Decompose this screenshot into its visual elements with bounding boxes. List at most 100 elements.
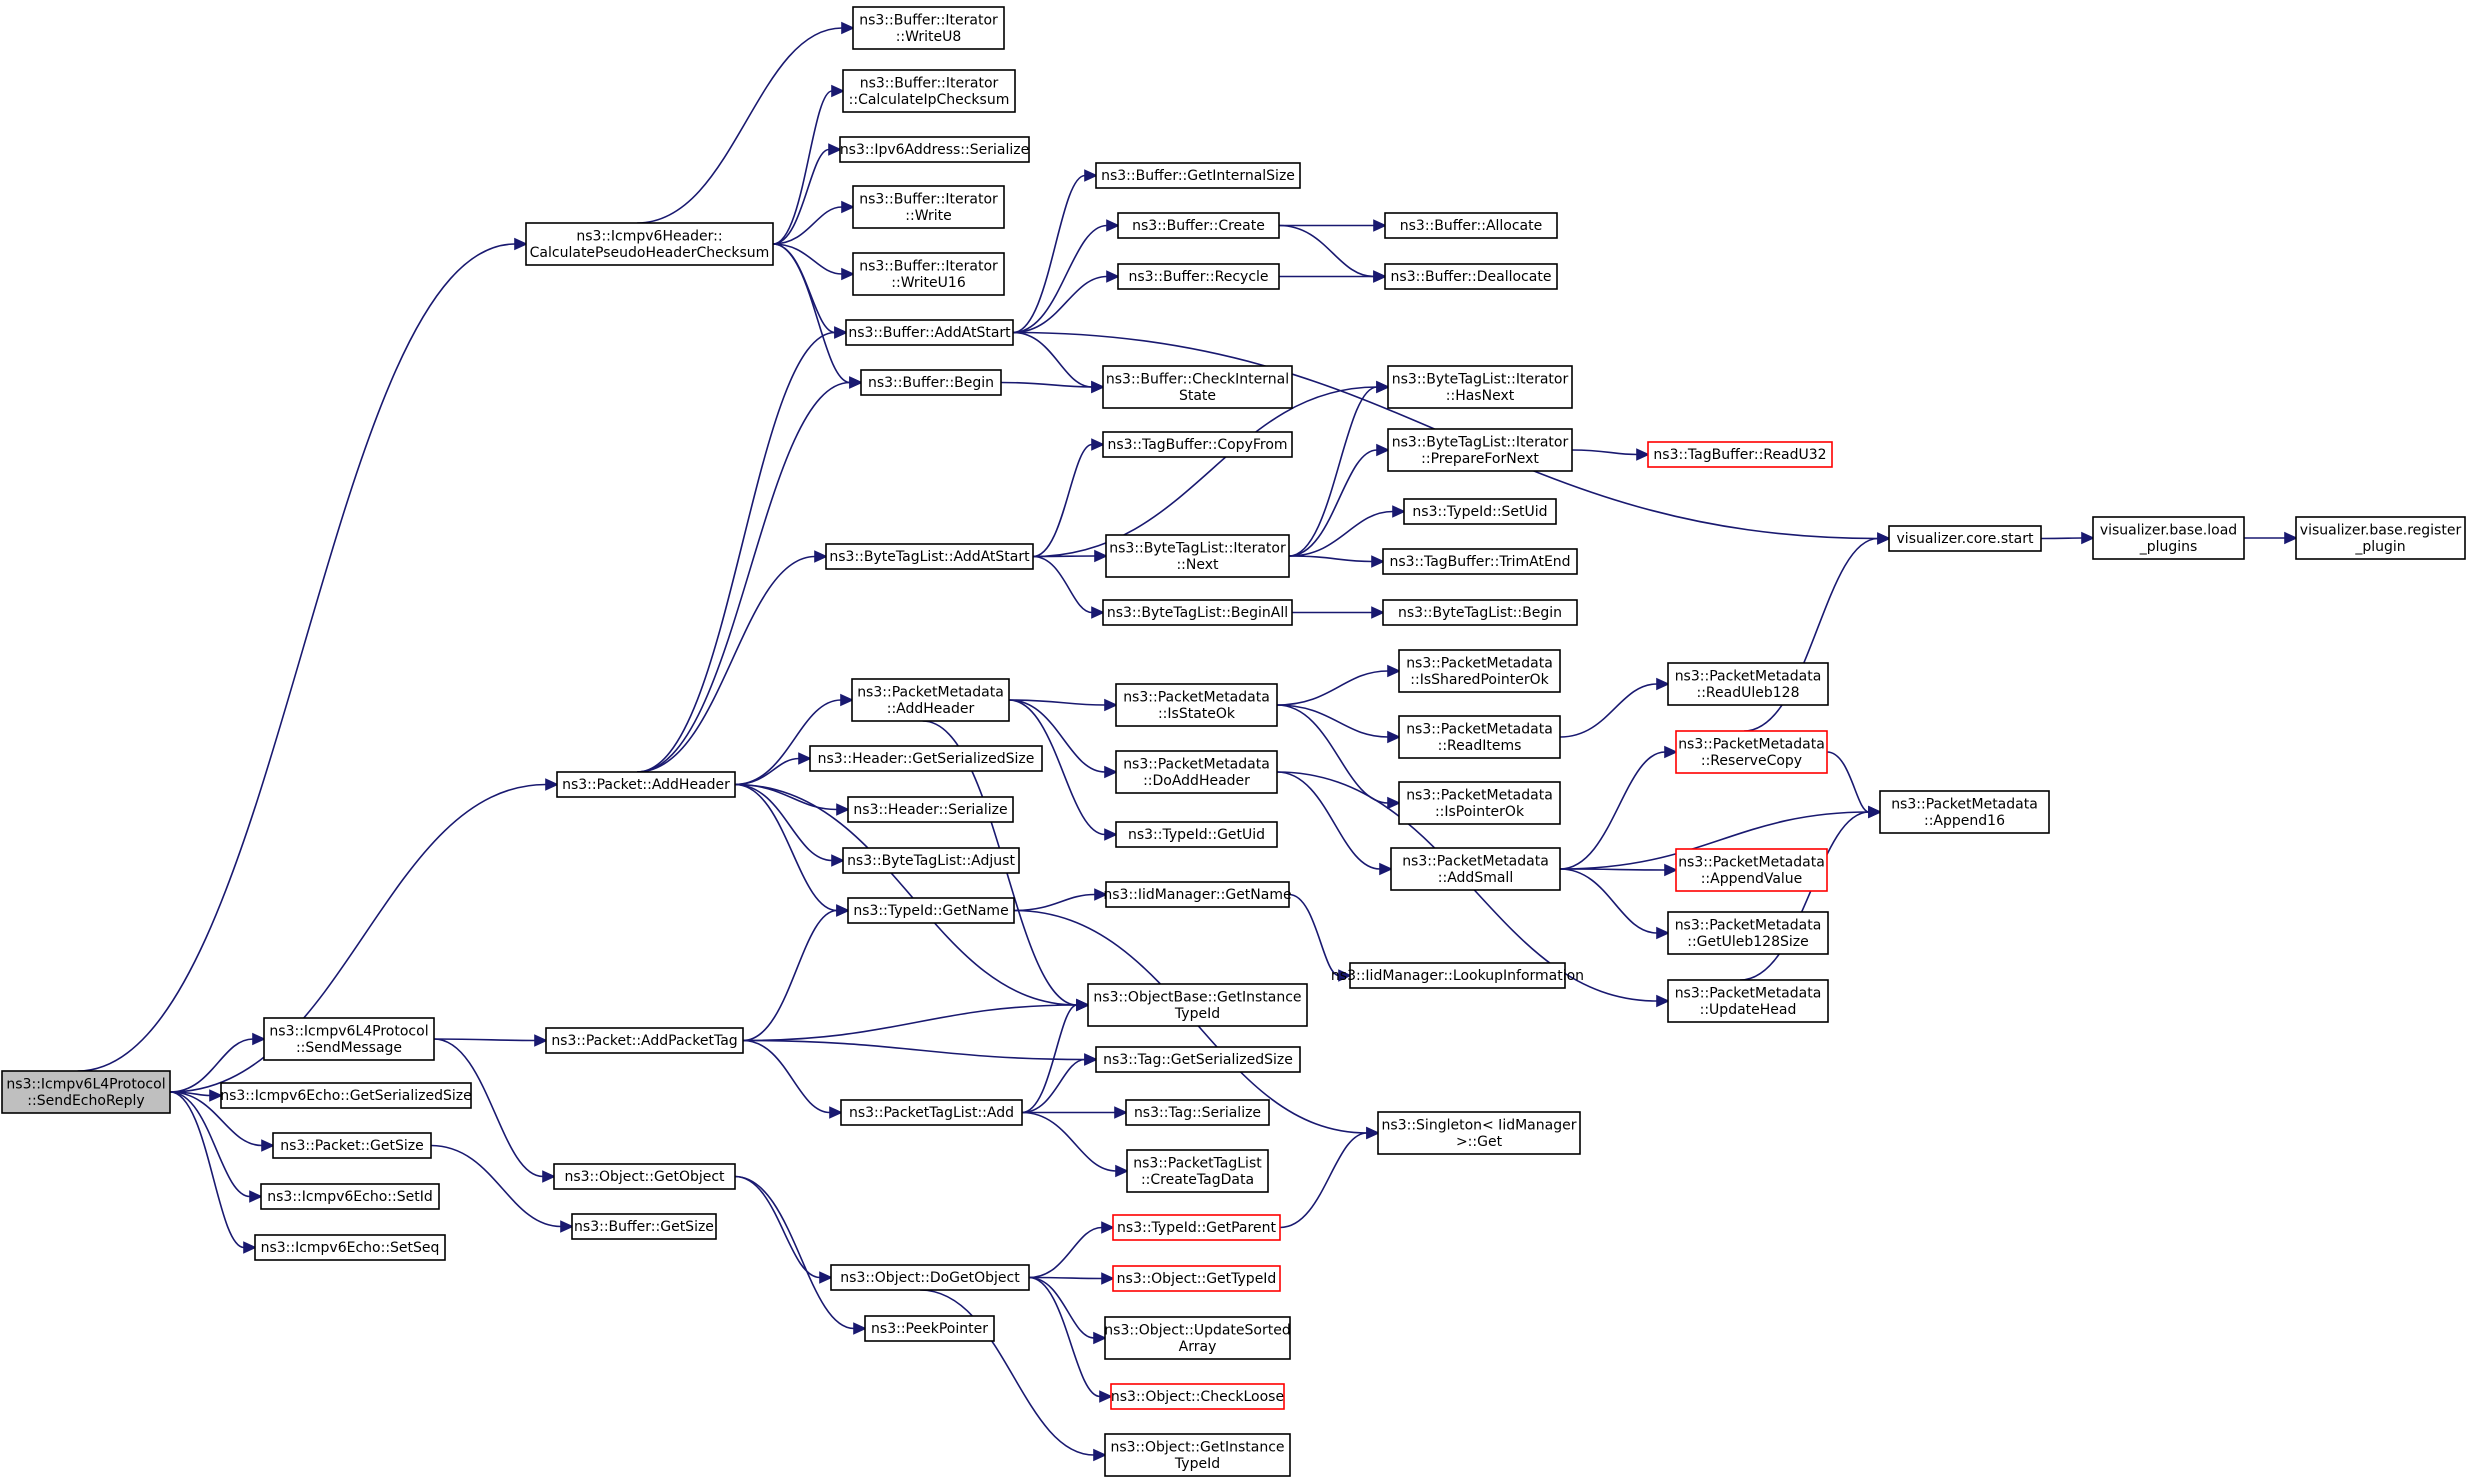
graph-node-obj-get-object[interactable]: ns3::Object::GetObject [553,1163,736,1190]
node-label-line: ns3::IidManager::LookupInformation [1331,968,1584,984]
graph-node-vis-register-plugin[interactable]: visualizer.base.register_plugin [2295,516,2466,560]
graph-node-pm-do-add-header[interactable]: ns3::PacketMetadata::DoAddHeader [1115,750,1278,794]
graph-node-typeid-setuid[interactable]: ns3::TypeId::SetUid [1403,498,1557,525]
graph-node-peek-pointer[interactable]: ns3::PeekPointer [864,1315,995,1342]
graph-node-pm-append16[interactable]: ns3::PacketMetadata::Append16 [1879,790,2050,834]
graph-node-buf-add-at-start[interactable]: ns3::Buffer::AddAtStart [845,319,1014,346]
graph-node-typeid-get-parent[interactable]: ns3::TypeId::GetParent [1112,1214,1281,1241]
graph-node-buf-get-size[interactable]: ns3::Buffer::GetSize [571,1213,717,1240]
edge-pkt-add-packet-tag-to-typeid-getname [742,909,838,1042]
node-label-line: ns3::Buffer::Create [1132,218,1265,234]
graph-node-pkt-get-size[interactable]: ns3::Packet::GetSize [272,1132,432,1159]
graph-node-tagbuf-copyfrom[interactable]: ns3::TagBuffer::CopyFrom [1102,431,1293,458]
graph-node-tag-serialize[interactable]: ns3::Tag::Serialize [1125,1099,1270,1126]
graph-node-buf-get-internal[interactable]: ns3::Buffer::GetInternalSize [1095,162,1301,189]
graph-node-echo-set-id[interactable]: ns3::Icmpv6Echo::SetId [260,1183,440,1210]
node-label-line: ns3::Buffer::Allocate [1400,218,1543,234]
graph-node-iter-write-u16[interactable]: ns3::Buffer::Iterator::WriteU16 [852,252,1005,296]
arrowhead [1338,969,1352,982]
graph-node-pm-append-value[interactable]: ns3::PacketMetadata::AppendValue [1675,848,1828,892]
arrowhead [1656,926,1670,940]
graph-node-hdr-serialize[interactable]: ns3::Header::Serialize [847,796,1014,823]
graph-node-btl-beginall[interactable]: ns3::ByteTagList::BeginAll [1102,599,1293,626]
node-box [1398,781,1561,825]
graph-node-ptl-add[interactable]: ns3::PacketTagList::Add [840,1099,1023,1126]
graph-node-buf-recycle[interactable]: ns3::Buffer::Recycle [1117,263,1280,290]
node-label-line: ns3::PacketMetadata [1678,736,1825,752]
node-box [1095,162,1301,189]
graph-node-pm-reserve-copy[interactable]: ns3::PacketMetadata::ReserveCopy [1675,730,1828,774]
graph-node-vis-load-plugins[interactable]: visualizer.base.load_plugins [2092,516,2245,560]
graph-node-btl-iter-next[interactable]: ns3::ByteTagList::Iterator::Next [1105,534,1290,578]
graph-node-vis-core-start[interactable]: visualizer.core.start [1888,525,2042,552]
edge-pm-add-small-to-pm-reserve-copy [1559,751,1666,870]
graph-node-ipv6-serialize[interactable]: ns3::Ipv6Address::Serialize [839,136,1030,163]
node-box [1384,212,1558,239]
graph-node-btl-begin[interactable]: ns3::ByteTagList::Begin [1382,599,1578,626]
arrowhead [1387,664,1401,678]
node-box [1117,263,1280,290]
graph-node-pm-is-state-ok[interactable]: ns3::PacketMetadata::IsStateOk [1115,683,1278,727]
graph-node-buf-deallocate[interactable]: ns3::Buffer::Deallocate [1384,263,1558,290]
graph-node-typeid-getuid[interactable]: ns3::TypeId::GetUid [1115,821,1278,848]
graph-node-obj-do-get-object[interactable]: ns3::Object::DoGetObject [830,1264,1030,1291]
graph-node-pm-read-uleb128[interactable]: ns3::PacketMetadata::ReadUleb128 [1667,662,1829,706]
graph-node-pm-update-head[interactable]: ns3::PacketMetadata::UpdateHead [1667,979,1829,1023]
graph-node-icmp-send-message[interactable]: ns3::Icmpv6L4Protocol::SendMessage [263,1017,435,1061]
graph-node-iid-lookup-info[interactable]: ns3::IidManager::LookupInformation [1331,962,1584,989]
arrowhead [841,267,855,281]
graph-node-typeid-getname[interactable]: ns3::TypeId::GetName [847,897,1015,924]
arrowhead [1091,606,1105,619]
node-label-line: ns3::PacketMetadata [1675,985,1822,1001]
arrowhead [1373,270,1387,283]
node-label-line: ns3::Ipv6Address::Serialize [840,142,1029,158]
graph-node-buf-begin[interactable]: ns3::Buffer::Begin [860,369,1002,396]
graph-node-iter-calc-ip[interactable]: ns3::Buffer::Iterator::CalculateIpChecks… [842,69,1016,113]
graph-node-btl-iter-prepare[interactable]: ns3::ByteTagList::Iterator::PrepareForNe… [1387,428,1573,472]
graph-node-iid-get-name[interactable]: ns3::IidManager::GetName [1103,881,1292,908]
graph-node-iter-write[interactable]: ns3::Buffer::Iterator::Write [852,185,1005,229]
graph-node-btl-add-at-start[interactable]: ns3::ByteTagList::AddAtStart [825,543,1034,570]
graph-node-iter-write-u8[interactable]: ns3::Buffer::Iterator::WriteU8 [852,6,1005,50]
graph-node-tagbuf-trimatend[interactable]: ns3::TagBuffer::TrimAtEnd [1382,548,1578,575]
graph-node-pm-add-header[interactable]: ns3::PacketMetadata::AddHeader [851,678,1010,722]
graph-node-buf-allocate[interactable]: ns3::Buffer::Allocate [1384,212,1558,239]
graph-node-singleton-get[interactable]: ns3::Singleton< IidManager >::Get [1377,1111,1581,1155]
graph-node-pm-get-uleb128-size[interactable]: ns3::PacketMetadata::GetUleb128Size [1667,911,1829,955]
edge-calc-pseudo-to-buf-begin [772,243,851,384]
graph-node-pkt-add-packet-tag[interactable]: ns3::Packet::AddPacketTag [545,1027,744,1054]
graph-node-echo-get-ser-size[interactable]: ns3::Icmpv6Echo::GetSerializedSize [220,1082,472,1109]
graph-node-calc-pseudo[interactable]: ns3::Icmpv6Header::CalculatePseudoHeader… [525,222,774,266]
graph-node-tag-get-ser-size[interactable]: ns3::Tag::GetSerializedSize [1095,1046,1301,1073]
graph-node-pm-add-small[interactable]: ns3::PacketMetadata::AddSmall [1390,847,1561,891]
node-box [2295,516,2466,560]
node-box [1,1070,171,1114]
graph-node-hdr-get-ser-size[interactable]: ns3::Header::GetSerializedSize [809,745,1043,772]
graph-node-echo-set-seq[interactable]: ns3::Icmpv6Echo::SetSeq [254,1234,446,1261]
node-label-line: ns3::TagBuffer::ReadU32 [1653,447,1826,463]
graph-node-btl-adjust[interactable]: ns3::ByteTagList::Adjust [842,847,1020,874]
graph-node-send-echo-reply[interactable]: ns3::Icmpv6L4Protocol::SendEchoReply [1,1070,171,1114]
node-label-line: ::WriteU8 [896,29,962,45]
edge-btl-iter-prepare-to-tagbuf-readu32 [1571,449,1638,456]
graph-node-btl-iter-hasnext[interactable]: ns3::ByteTagList::Iterator::HasNext [1387,365,1573,409]
graph-node-pkt-add-header[interactable]: ns3::Packet::AddHeader [556,771,736,798]
arrowhead [1084,169,1098,182]
edge-calc-pseudo-to-iter-write [772,206,843,245]
graph-node-pm-is-shared-ptr-ok[interactable]: ns3::PacketMetadata::IsSharedPointerOk [1398,649,1561,693]
graph-node-obj-check-loose[interactable]: ns3::Object::CheckLoose [1110,1383,1285,1410]
graph-node-pm-read-items[interactable]: ns3::PacketMetadata::ReadItems [1398,715,1561,759]
arrowhead [2081,531,2095,545]
graph-node-tagbuf-readu32[interactable]: ns3::TagBuffer::ReadU32 [1647,441,1833,468]
graph-node-pm-is-pointer-ok[interactable]: ns3::PacketMetadata::IsPointerOk [1398,781,1561,825]
graph-node-ptl-create-tag-data[interactable]: ns3::PacketTagList::CreateTagData [1126,1149,1269,1193]
graph-node-obj-get-typeid[interactable]: ns3::Object::GetTypeId [1112,1265,1281,1292]
graph-node-buf-create[interactable]: ns3::Buffer::Create [1117,212,1280,239]
arrowhead [1093,1448,1107,1462]
edge-pkt-add-header-to-buf-add-at-start [637,331,836,773]
